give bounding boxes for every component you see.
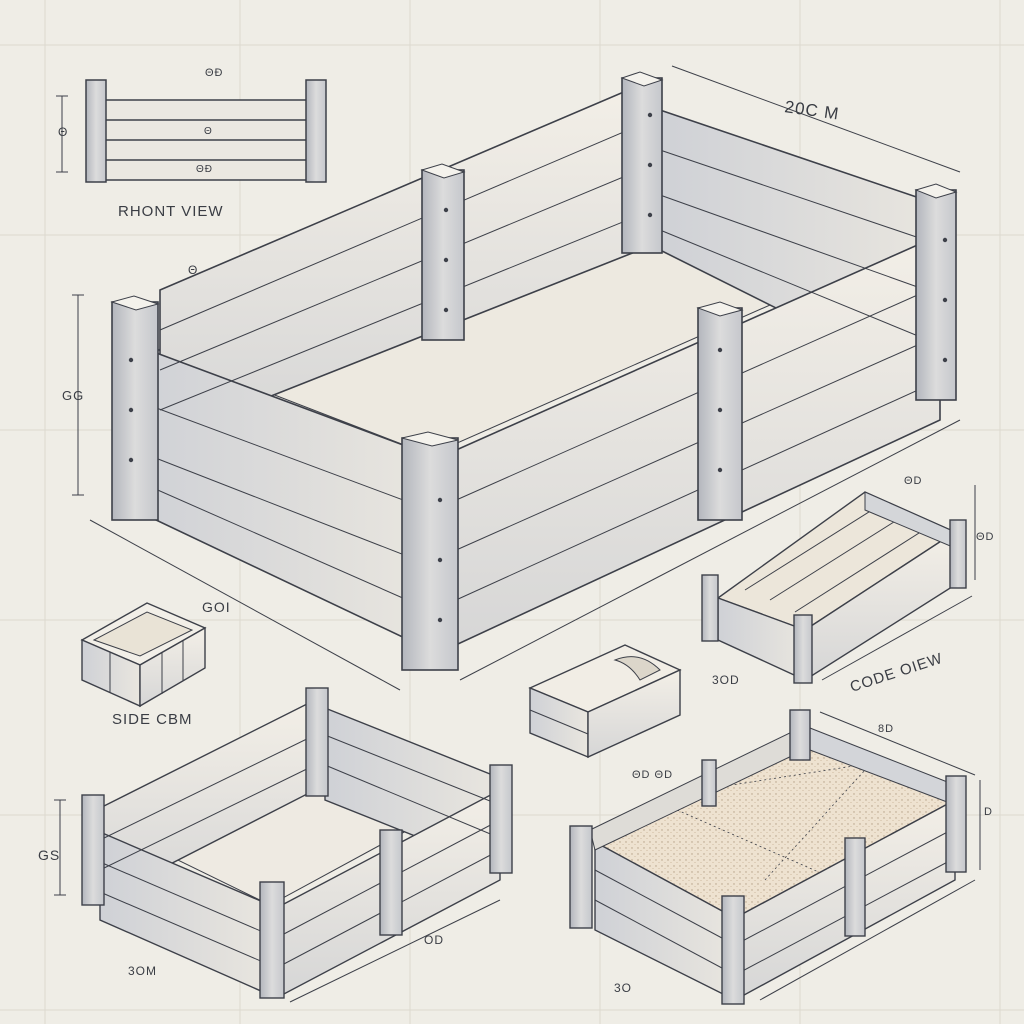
main-dim-height: GG — [62, 388, 84, 403]
main-dim-top: Θ — [188, 263, 198, 277]
main-dim-length: 20C M — [783, 97, 840, 123]
bottom-left-dim-width: 3OM — [128, 964, 157, 978]
front-dim-mid: Θ — [204, 126, 213, 137]
code-view-label: CODE OIEW — [848, 650, 945, 696]
right-small-bed-drawing — [701, 485, 976, 684]
front-dim-bottom: ΘÐ — [196, 164, 213, 175]
front-view-drawing — [56, 79, 327, 183]
main-dim-front: GOI — [202, 599, 231, 615]
bottom-right-dim-width: 3O — [614, 981, 632, 995]
front-dim-height: Θ — [58, 125, 68, 139]
bottom-left-dim-depth: OD — [424, 933, 444, 947]
bottom-left-dim-height: GS — [38, 847, 60, 863]
front-view-label: RHONT VIEW — [118, 203, 224, 220]
right-bed-dim-height: ΘD — [976, 531, 995, 543]
bottom-right-bed-drawing — [569, 709, 981, 1005]
center-block-dim: ΘD ΘD — [632, 769, 673, 781]
center-block-drawing — [528, 644, 682, 759]
side-view-label: SIDE CBM — [112, 711, 193, 728]
small-box-side-drawing — [80, 602, 207, 708]
bottom-right-dim-top: 8D — [878, 723, 894, 735]
right-bed-dim-top: ΘD — [904, 475, 923, 487]
bottom-right-dim-height: D — [984, 806, 993, 818]
right-bed-dim-front: 3OD — [712, 673, 740, 687]
front-dim-top: ΘÐ — [205, 67, 224, 79]
main-raised-bed — [72, 65, 961, 691]
bottom-left-bed-drawing — [54, 687, 513, 1003]
